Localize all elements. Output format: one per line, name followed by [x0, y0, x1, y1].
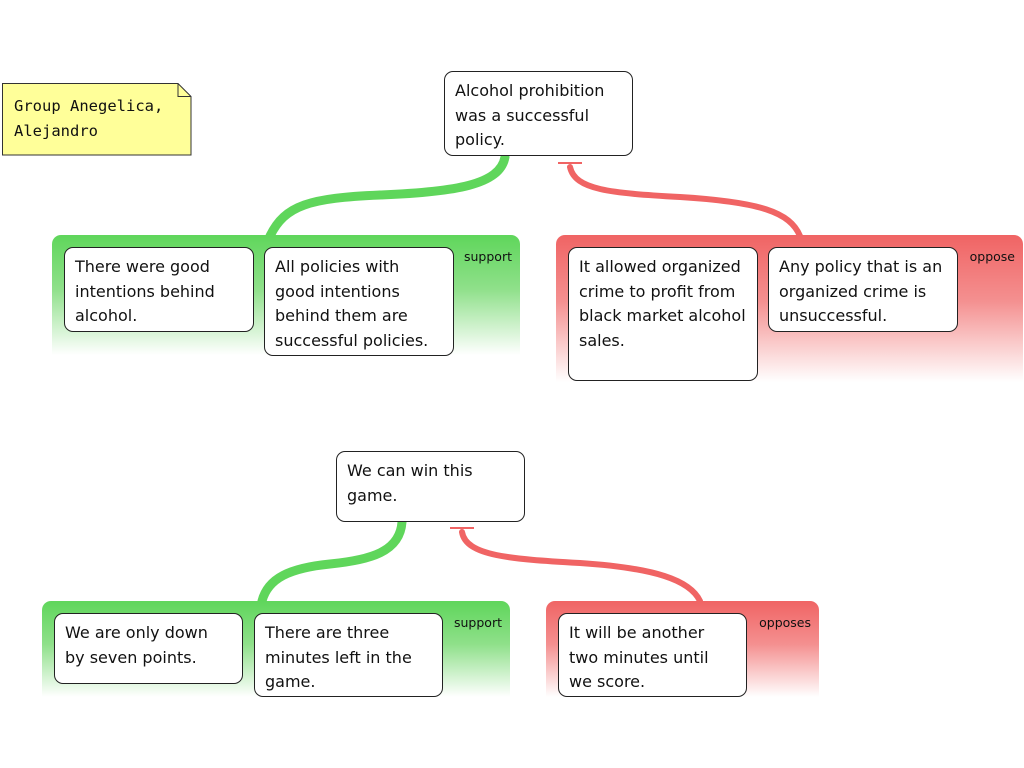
oppose-label-1: oppose — [969, 249, 1015, 264]
oppose-premise-1-2[interactable]: Any policy that is an organized crime is… — [768, 247, 958, 332]
oppose-premise-2-1[interactable]: It will be another two minutes until we … — [558, 613, 747, 697]
support-premise-2-2[interactable]: There are three minutes left in the game… — [254, 613, 443, 697]
support-label-2: support — [454, 615, 502, 630]
oppose-label-2: opposes — [759, 615, 811, 630]
oppose-connector-1 — [567, 164, 803, 239]
claim-node-2[interactable]: We can win this game. — [336, 451, 525, 522]
claim-node-1[interactable]: Alcohol prohibition was a successful pol… — [444, 71, 633, 156]
support-connector-2 — [257, 517, 407, 606]
support-label-1: support — [464, 249, 512, 264]
support-connector-1 — [265, 152, 510, 241]
sticky-note[interactable]: Group Anegelica, Alejandro — [2, 83, 192, 156]
sticky-note-shape — [2, 83, 192, 156]
support-premise-1-1[interactable]: There were good intentions behind alcoho… — [64, 247, 254, 332]
sticky-note-text: Group Anegelica, Alejandro — [14, 97, 164, 140]
oppose-connector-2 — [459, 529, 703, 604]
oppose-premise-1-1[interactable]: It allowed organized crime to profit fro… — [568, 247, 758, 381]
support-premise-2-1[interactable]: We are only down by seven points. — [54, 613, 243, 684]
support-premise-1-2[interactable]: All policies with good intentions behind… — [264, 247, 454, 356]
